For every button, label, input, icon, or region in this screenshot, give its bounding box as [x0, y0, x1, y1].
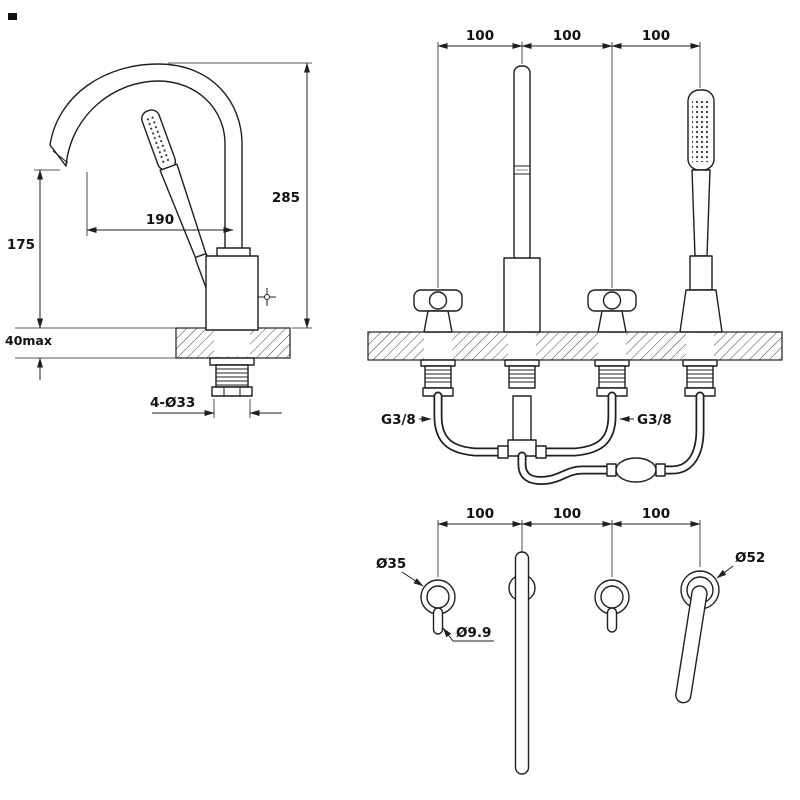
- dim-height-label: 285: [272, 190, 300, 206]
- handle-left-plan: [420, 579, 456, 635]
- tailpiece-side: [209, 357, 255, 397]
- stem-diameter-label: Ø9.9: [456, 625, 491, 641]
- spout-outlet-detail: [52, 150, 69, 164]
- handle-right-plan: [594, 579, 630, 633]
- supply-hoses: [433, 391, 705, 485]
- plan-spacing-1-label: 100: [466, 506, 494, 522]
- valve-left-front: [413, 289, 463, 333]
- shower-diameter-label: Ø52: [735, 550, 765, 566]
- side-view: 285 190 175 40max 4-Ø33: [5, 62, 312, 418]
- spout-tee: [512, 395, 532, 443]
- front-view: 100 100 100: [367, 28, 783, 485]
- plan-spacing-3-label: 100: [642, 506, 670, 522]
- plan-view: 100 100 100 Ø35: [376, 506, 765, 775]
- side-handle-cross: [258, 288, 276, 306]
- handshower-front: [679, 89, 723, 333]
- corner-mark: [8, 13, 17, 20]
- spout-plan: [508, 551, 536, 775]
- dim-holes-label: 4-Ø33: [150, 395, 195, 411]
- valve-right-front: [587, 289, 637, 333]
- front-spacing-3-label: 100: [642, 28, 670, 44]
- plan-spacing-2-label: 100: [553, 506, 581, 522]
- spray-face-dots: [144, 114, 173, 166]
- thread-right-label: G3/8: [637, 412, 672, 428]
- mixer-body-side: [205, 255, 259, 331]
- spray-face-dots-front: [692, 98, 710, 162]
- handle-diameter-label: Ø35: [376, 556, 406, 572]
- handshower-plan: [675, 570, 720, 704]
- front-spacing-1-label: 100: [466, 28, 494, 44]
- dim-reach-label: 190: [146, 212, 174, 228]
- thread-left-label: G3/8: [381, 412, 416, 428]
- inline-body: [615, 457, 657, 483]
- front-spacing-2-label: 100: [553, 28, 581, 44]
- dim-spout-height-label: 175: [7, 237, 35, 253]
- dim-deck-thickness-label: 40max: [5, 333, 52, 348]
- spout-front: [503, 65, 541, 333]
